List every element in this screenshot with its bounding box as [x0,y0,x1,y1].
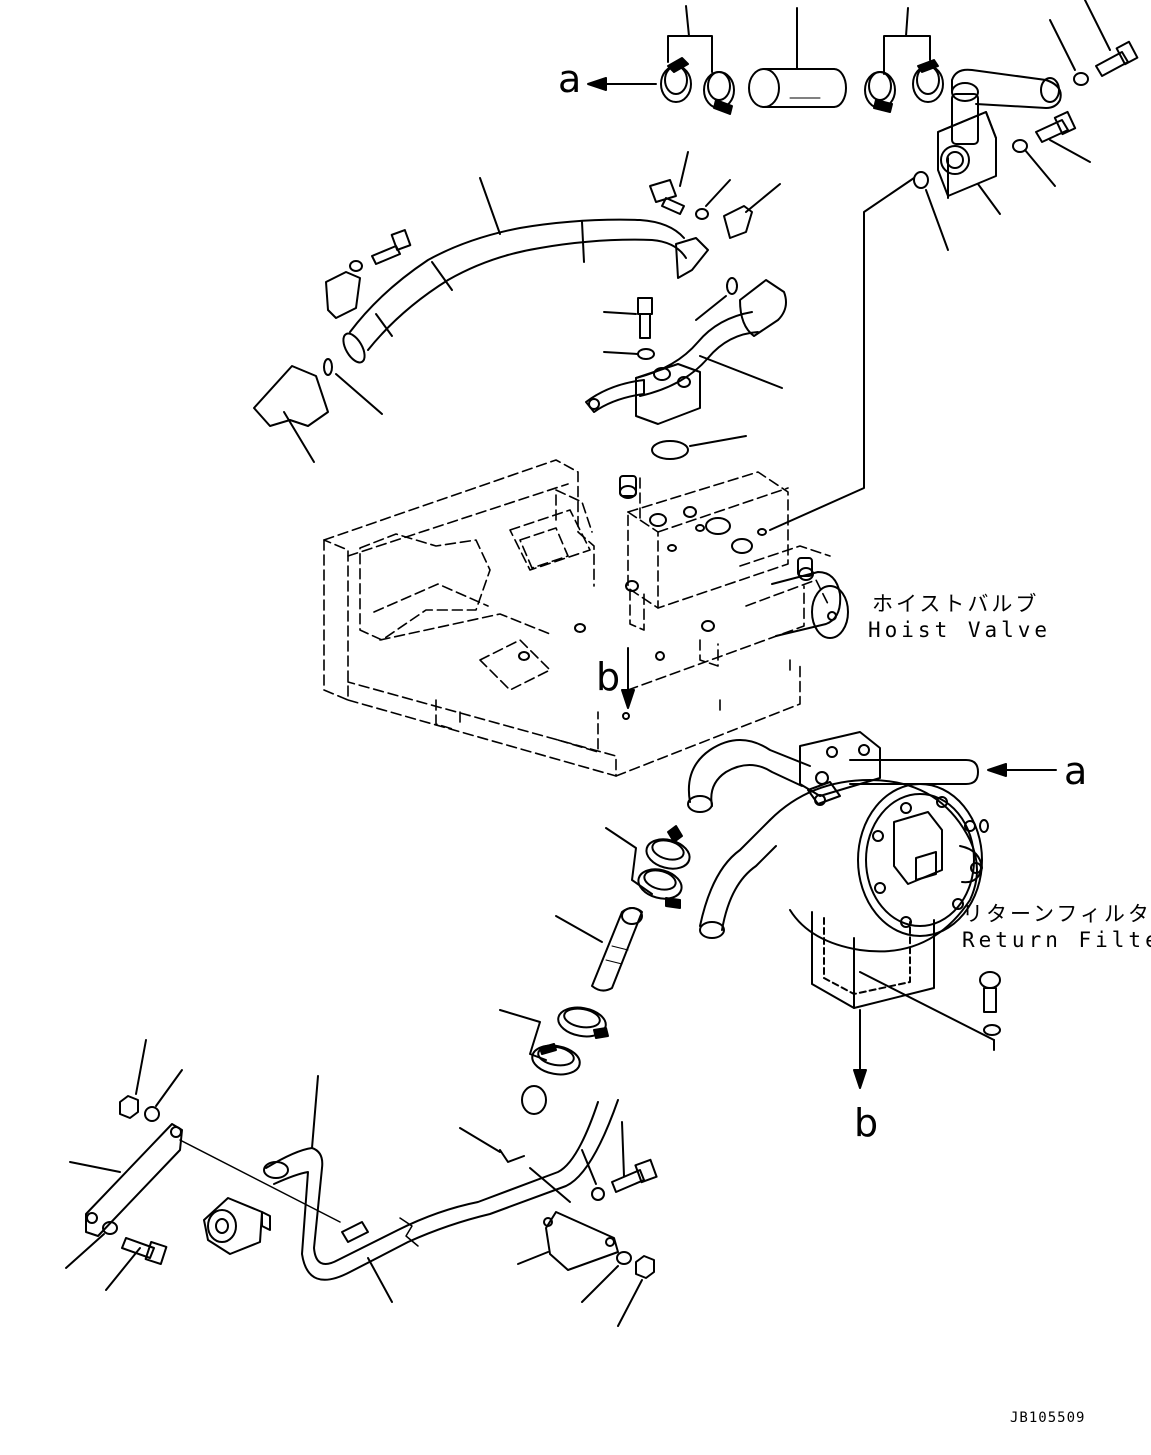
return-filter-body [687,731,1057,1089]
top-hose-assembly [587,0,1139,531]
bottom-pipe-assembly [65,1039,658,1327]
elbow-fitting [585,151,787,460]
main-frame [323,459,831,777]
drawing-code: JB105509 [1010,1410,1086,1426]
return-filter-label-jp: リターンフィルタ [962,902,1151,926]
callout-a-top: a [558,57,582,101]
middle-hose-clamps [499,825,691,1076]
return-filter-label-en: Return Filter [962,928,1151,952]
hoist-valve-body [518,475,849,720]
flexible-hose [253,177,709,463]
hoist-valve-label-en: Hoist Valve [868,618,1052,642]
hoist-valve-label-jp: ホイストバルブ [872,592,1040,616]
callout-a-right: a [1064,749,1088,793]
callout-b-filter: b [854,1101,879,1145]
callout-b-frame: b [596,655,621,699]
